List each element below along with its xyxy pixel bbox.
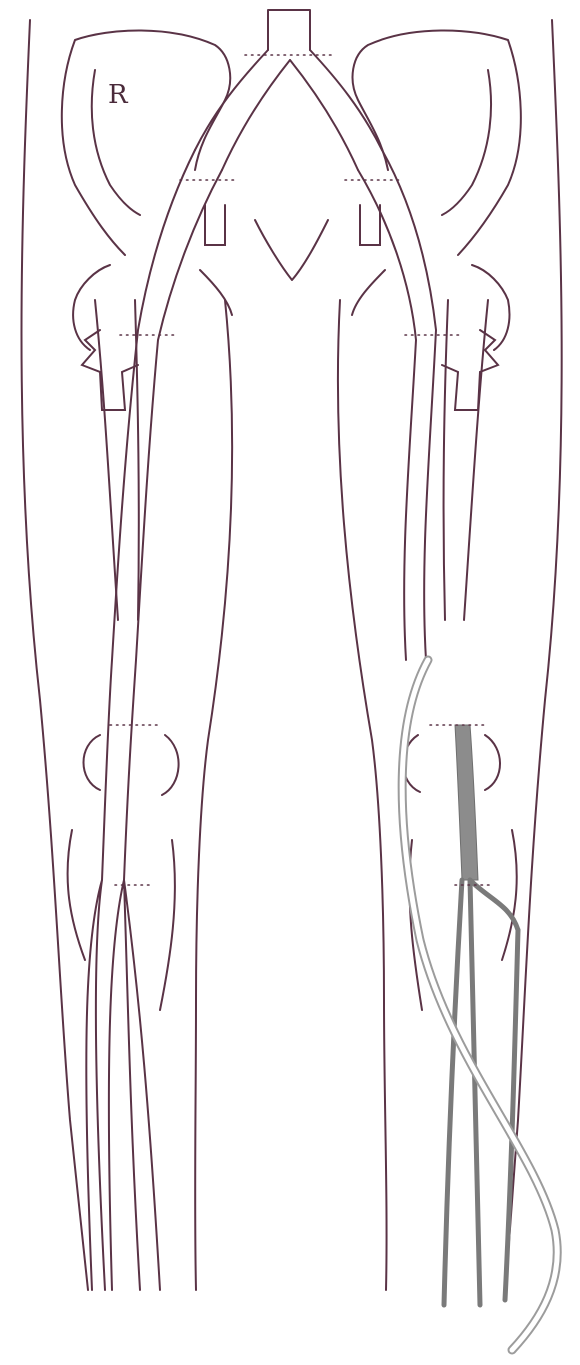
right-leg-outer-contour [22,20,89,1290]
pubic-arch [200,270,385,315]
occluded-superficial-femoral-segment [455,725,478,880]
left-femur [444,300,488,620]
right-profunda-stub [82,330,138,410]
right-common-iliac-artery [195,50,290,170]
arterial-tree [82,10,498,1290]
occluded-tibial-anterior [444,880,462,1305]
aorta [268,10,310,50]
left-leg-inner-contour [338,300,387,1290]
left-common-iliac-artery [290,50,382,170]
left-external-iliac-femoral-artery [358,150,436,660]
sacrum [255,220,328,280]
leg-outlines [22,20,562,1290]
occluded-popliteal-branch [470,880,518,930]
pelvis: R [62,30,521,350]
occluded-tibial-posterior [470,880,480,1305]
right-leg-inner-contour [195,300,232,1290]
right-internal-iliac-stub [205,205,225,245]
left-knee-contour [403,735,500,792]
right-hip-joint [73,265,110,350]
occluded-segments [444,725,518,1305]
left-internal-iliac-stub [360,205,380,245]
side-label: R [108,80,129,110]
right-tibial-arteries [86,880,160,1290]
left-profunda-stub [442,330,498,410]
left-iliac-inner [442,70,491,215]
occluded-peroneal [505,930,518,1300]
right-shin-contour [68,830,175,1010]
dotted-landmarks [110,55,490,885]
